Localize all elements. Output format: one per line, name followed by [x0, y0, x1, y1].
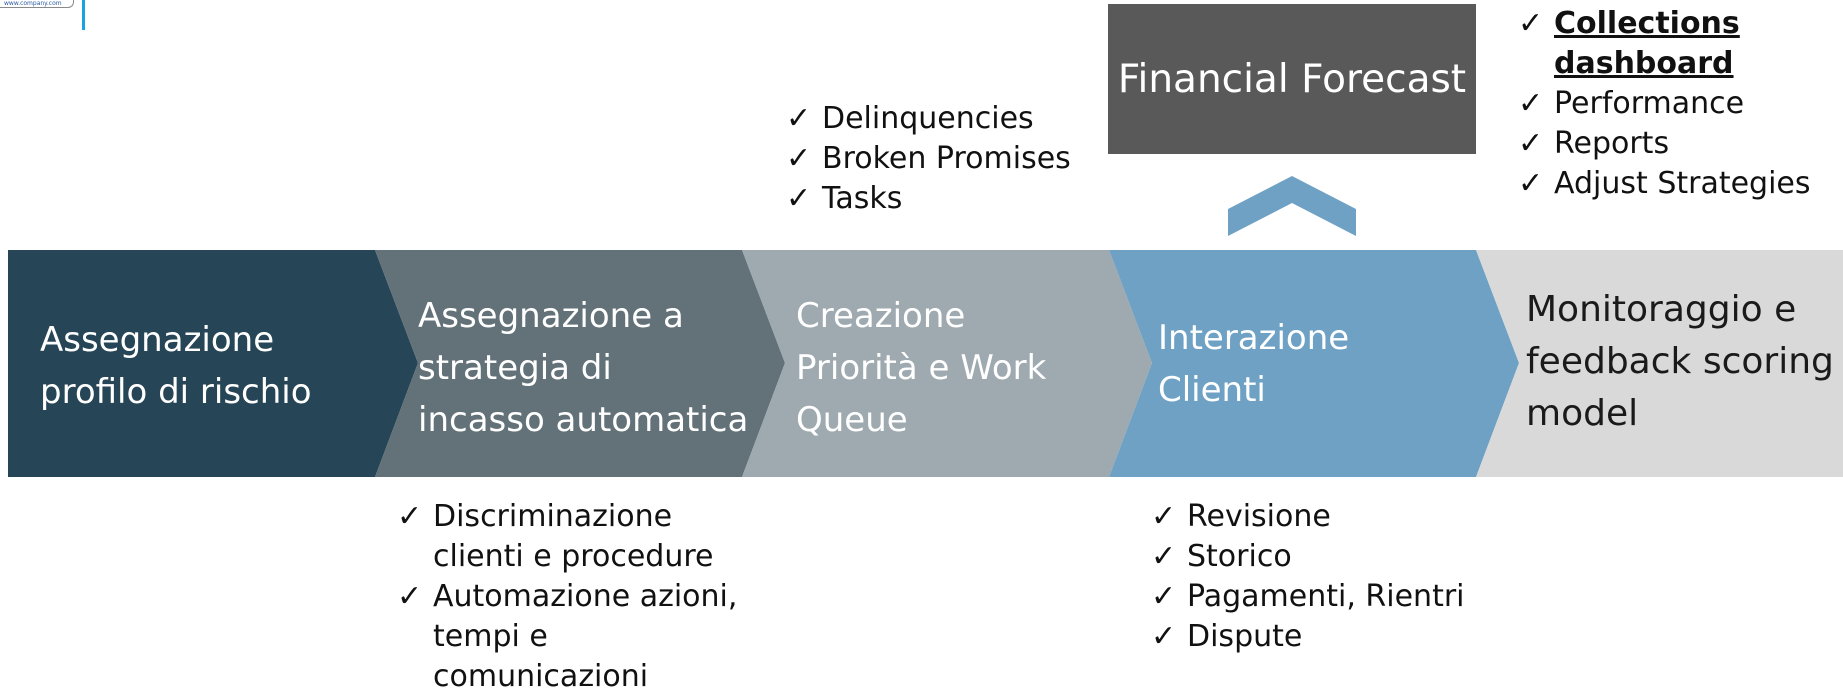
checkmark-icon: ✓ — [1518, 166, 1544, 201]
checkmark-icon: ✓ — [1151, 619, 1177, 654]
financial-forecast-label: Financial Forecast — [1117, 56, 1467, 102]
step-4-shape — [1109, 250, 1519, 477]
financial-forecast-box: Financial Forecast — [1108, 4, 1476, 154]
step-2-shape — [375, 250, 785, 477]
list-item: ✓Delinquencies — [786, 99, 1071, 139]
list-item: ✓Pagamenti, Rientri — [1151, 577, 1465, 617]
strategy-checklist: ✓Discriminazione clienti e procedure ✓Au… — [397, 497, 767, 697]
step-4-label: Interazione Clienti — [1158, 318, 1350, 410]
checkmark-icon: ✓ — [1518, 126, 1544, 161]
step-2-label: Assegnazione a strategia di incasso auto… — [418, 296, 749, 440]
list-item: ✓Storico — [1151, 537, 1465, 577]
list-item: ✓Performance — [1518, 84, 1838, 124]
list-item: ✓Discriminazione clienti e procedure — [397, 499, 714, 574]
checkmark-icon: ✓ — [397, 579, 423, 614]
process-flow: Assegnazione profilo di rischio Assegnaz… — [8, 250, 1843, 477]
work-queue-checklist: ✓Delinquencies ✓Broken Promises ✓Tasks — [786, 99, 1071, 219]
logo-accent-bar — [82, 0, 85, 30]
step-5-shape — [1476, 250, 1843, 477]
checkmark-icon: ✓ — [397, 499, 423, 534]
monitoring-checklist: ✓Collections dashboard ✓Performance ✓Rep… — [1518, 4, 1838, 204]
checkmark-icon: ✓ — [1151, 499, 1177, 534]
company-logo: www.company.com — [0, 0, 74, 8]
checkmark-icon: ✓ — [1151, 579, 1177, 614]
list-item: ✓Adjust Strategies — [1518, 164, 1838, 204]
checkmark-icon: ✓ — [786, 101, 812, 136]
checkmark-icon: ✓ — [1518, 86, 1544, 121]
list-item: ✓Tasks — [786, 179, 1071, 219]
up-chevron-icon — [1228, 176, 1356, 236]
process-flow-shapes — [8, 250, 1843, 477]
checkmark-icon: ✓ — [786, 141, 812, 176]
list-item: ✓Dispute — [1151, 617, 1465, 657]
list-item: ✓Broken Promises — [786, 139, 1071, 179]
list-item: ✓Collections dashboard — [1518, 6, 1740, 81]
step-3-label: Creazione Priorità e Work Queue — [796, 296, 1047, 440]
list-item: ✓Reports — [1518, 124, 1838, 164]
list-item: ✓Revisione — [1151, 497, 1465, 537]
step-5-label: Monitoraggio e feedback scoring model — [1526, 289, 1834, 434]
step-3-shape — [742, 250, 1152, 477]
step-1-shape — [8, 250, 418, 477]
step-1-label: Assegnazione profilo di rischio — [40, 320, 312, 412]
list-item: ✓Automazione azioni, tempi e comunicazio… — [397, 579, 738, 694]
checkmark-icon: ✓ — [786, 181, 812, 216]
checkmark-icon: ✓ — [1151, 539, 1177, 574]
checkmark-icon: ✓ — [1518, 6, 1544, 41]
interaction-checklist: ✓Revisione ✓Storico ✓Pagamenti, Rientri … — [1151, 497, 1465, 657]
